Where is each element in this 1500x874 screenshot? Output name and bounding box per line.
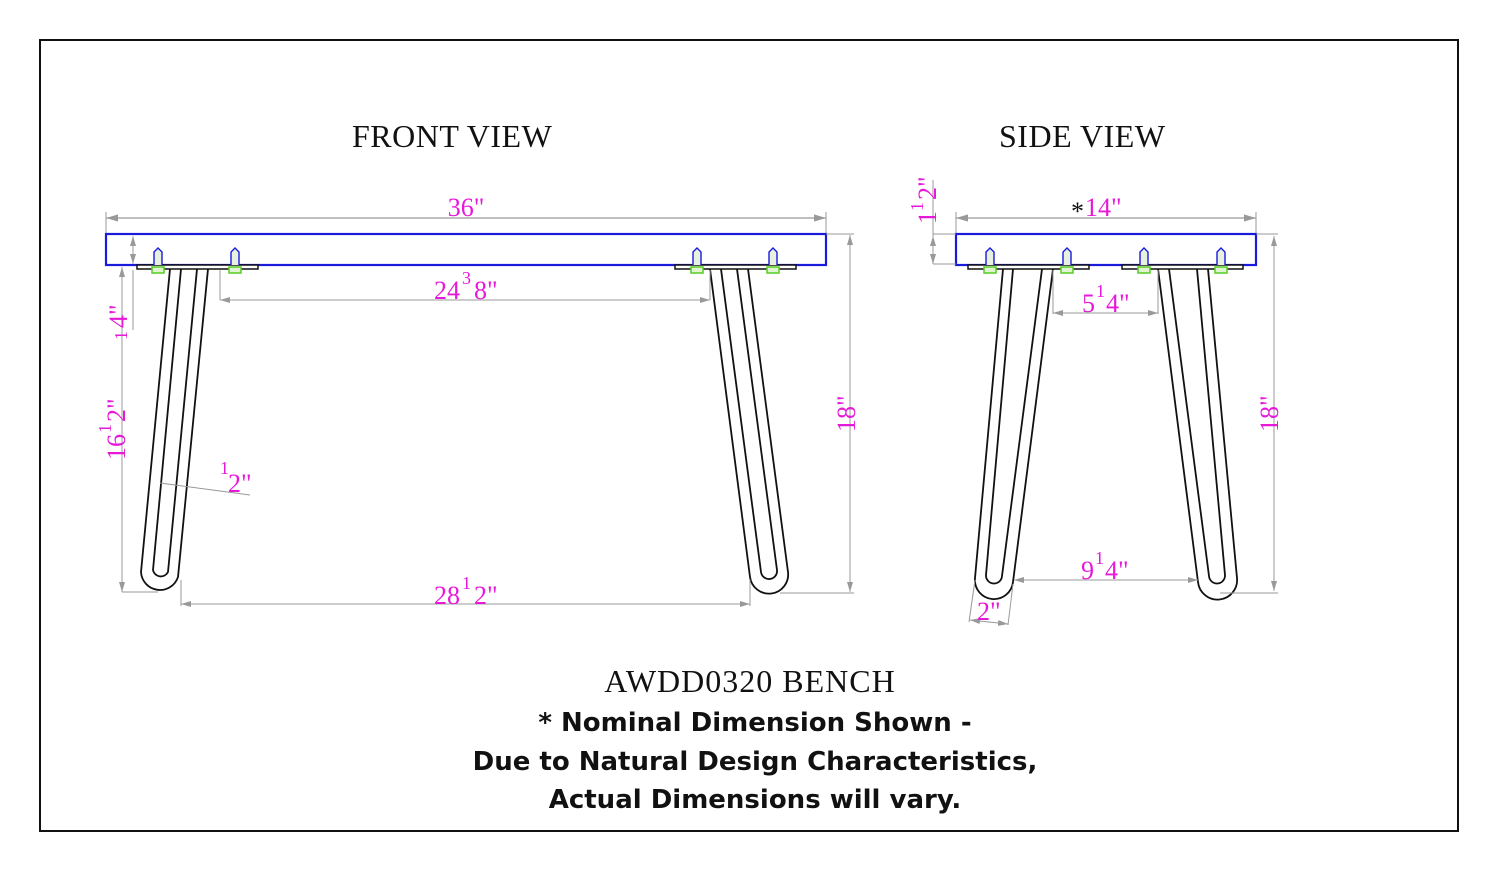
side-right-leg xyxy=(1157,268,1238,601)
nominal-dimension-notes: * Nominal Dimension Shown - Due to Natur… xyxy=(0,704,1500,820)
product-title: AWDD0320 BENCH xyxy=(604,663,896,699)
svg-text:3: 3 xyxy=(462,268,471,288)
svg-text:1: 1 xyxy=(111,331,131,340)
side-thickness-dim: 11 2" xyxy=(907,176,942,224)
front-thickness-dim: 14" xyxy=(104,304,133,340)
side-view-title: SIDE VIEW xyxy=(999,118,1166,154)
side-bench-top xyxy=(954,232,1258,267)
svg-text:28: 28 xyxy=(434,581,460,610)
svg-text:4": 4" xyxy=(1106,289,1130,318)
svg-text:4": 4" xyxy=(1105,556,1129,585)
svg-text:4": 4" xyxy=(104,304,133,328)
side-right-plate xyxy=(1121,264,1244,270)
svg-text:8": 8" xyxy=(474,276,498,305)
svg-text:*: * xyxy=(1071,197,1084,226)
front-rod-width-dim: 12" xyxy=(220,458,252,498)
svg-text:2": 2" xyxy=(102,398,131,422)
svg-text:1: 1 xyxy=(95,424,115,433)
side-left-plate xyxy=(967,264,1090,270)
note-line-2: Due to Natural Design Characteristics, xyxy=(472,746,1038,777)
front-bolts xyxy=(151,247,780,274)
svg-text:1: 1 xyxy=(1096,281,1105,301)
front-length-dim: 36" xyxy=(448,193,485,222)
svg-text:1: 1 xyxy=(220,458,229,478)
svg-text:5: 5 xyxy=(1082,289,1095,318)
front-right-leg xyxy=(709,268,790,595)
side-bolts xyxy=(983,247,1228,274)
front-leg-height-dim: 161 2" xyxy=(95,398,131,460)
front-view-title: FRONT VIEW xyxy=(352,118,553,154)
front-right-plate xyxy=(674,264,797,270)
front-left-plate xyxy=(136,264,259,270)
svg-text:1: 1 xyxy=(907,202,927,211)
svg-text:24: 24 xyxy=(434,276,460,305)
svg-text:1: 1 xyxy=(462,573,471,593)
side-foot-width-dim: 2" xyxy=(977,597,1001,626)
side-height-dim: 18" xyxy=(1255,395,1284,432)
front-left-leg xyxy=(140,268,209,591)
front-bench-top xyxy=(104,232,828,267)
svg-text:1: 1 xyxy=(913,211,942,224)
svg-text:1: 1 xyxy=(1095,548,1104,568)
svg-text:2": 2" xyxy=(228,469,252,498)
svg-text:14": 14" xyxy=(1085,193,1122,222)
svg-text:16: 16 xyxy=(102,434,131,460)
note-line-1: * Nominal Dimension Shown - xyxy=(538,708,972,738)
svg-text:2": 2" xyxy=(474,581,498,610)
svg-text:2": 2" xyxy=(913,176,942,200)
side-left-leg xyxy=(974,268,1054,601)
side-depth-dim: * 14" xyxy=(1071,193,1122,226)
front-height-dim: 18" xyxy=(832,395,861,432)
drawing-frame xyxy=(39,39,1459,832)
svg-text:9: 9 xyxy=(1081,556,1094,585)
note-line-3: Actual Dimensions will vary. xyxy=(548,785,962,815)
